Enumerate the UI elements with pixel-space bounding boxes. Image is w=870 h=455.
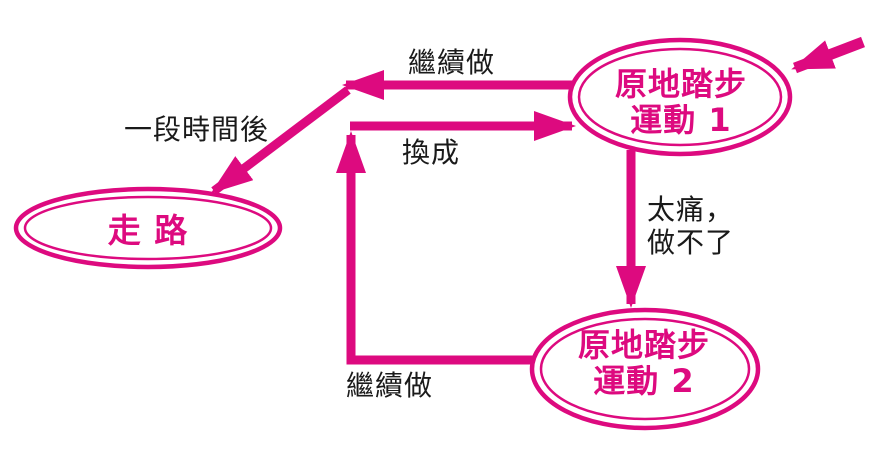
edge-label-too-painful-line2: 做不了 <box>647 226 734 259</box>
arrow-entry <box>791 36 865 74</box>
arrow-after-a-while <box>210 86 351 195</box>
edge-label-too-painful-line1: 太痛， <box>647 193 734 226</box>
node-exercise1-label-line2: 運動 1 <box>630 101 731 139</box>
node-exercise1: 原地踏步 運動 1 <box>567 37 793 157</box>
edge-label-after-a-while: 一段時間後 <box>124 113 269 146</box>
node-walking: 走 路 <box>13 186 283 270</box>
node-exercise1-inner-ring <box>577 47 783 147</box>
node-exercise2-label-line2: 運動 2 <box>593 362 694 400</box>
node-exercise1-outer-ring <box>567 37 793 157</box>
node-walking-inner-ring <box>23 195 273 261</box>
node-walking-outer-ring <box>13 186 283 270</box>
node-exercise2-outer-ring <box>529 307 761 431</box>
edge-label-continue-bottom: 繼續做 <box>346 369 433 402</box>
edge-label-continue-top: 繼續做 <box>408 46 495 79</box>
edge-label-switch-to: 換成 <box>402 136 460 169</box>
node-exercise2-label-line1: 原地踏步 <box>578 326 710 364</box>
node-walking-label: 走 路 <box>108 211 189 250</box>
node-exercise1-label-line1: 原地踏步 <box>615 65 747 103</box>
arrow-continue-bottom <box>336 131 534 365</box>
node-exercise2-inner-ring <box>539 317 751 421</box>
node-exercise2: 原地踏步 運動 2 <box>529 307 761 431</box>
